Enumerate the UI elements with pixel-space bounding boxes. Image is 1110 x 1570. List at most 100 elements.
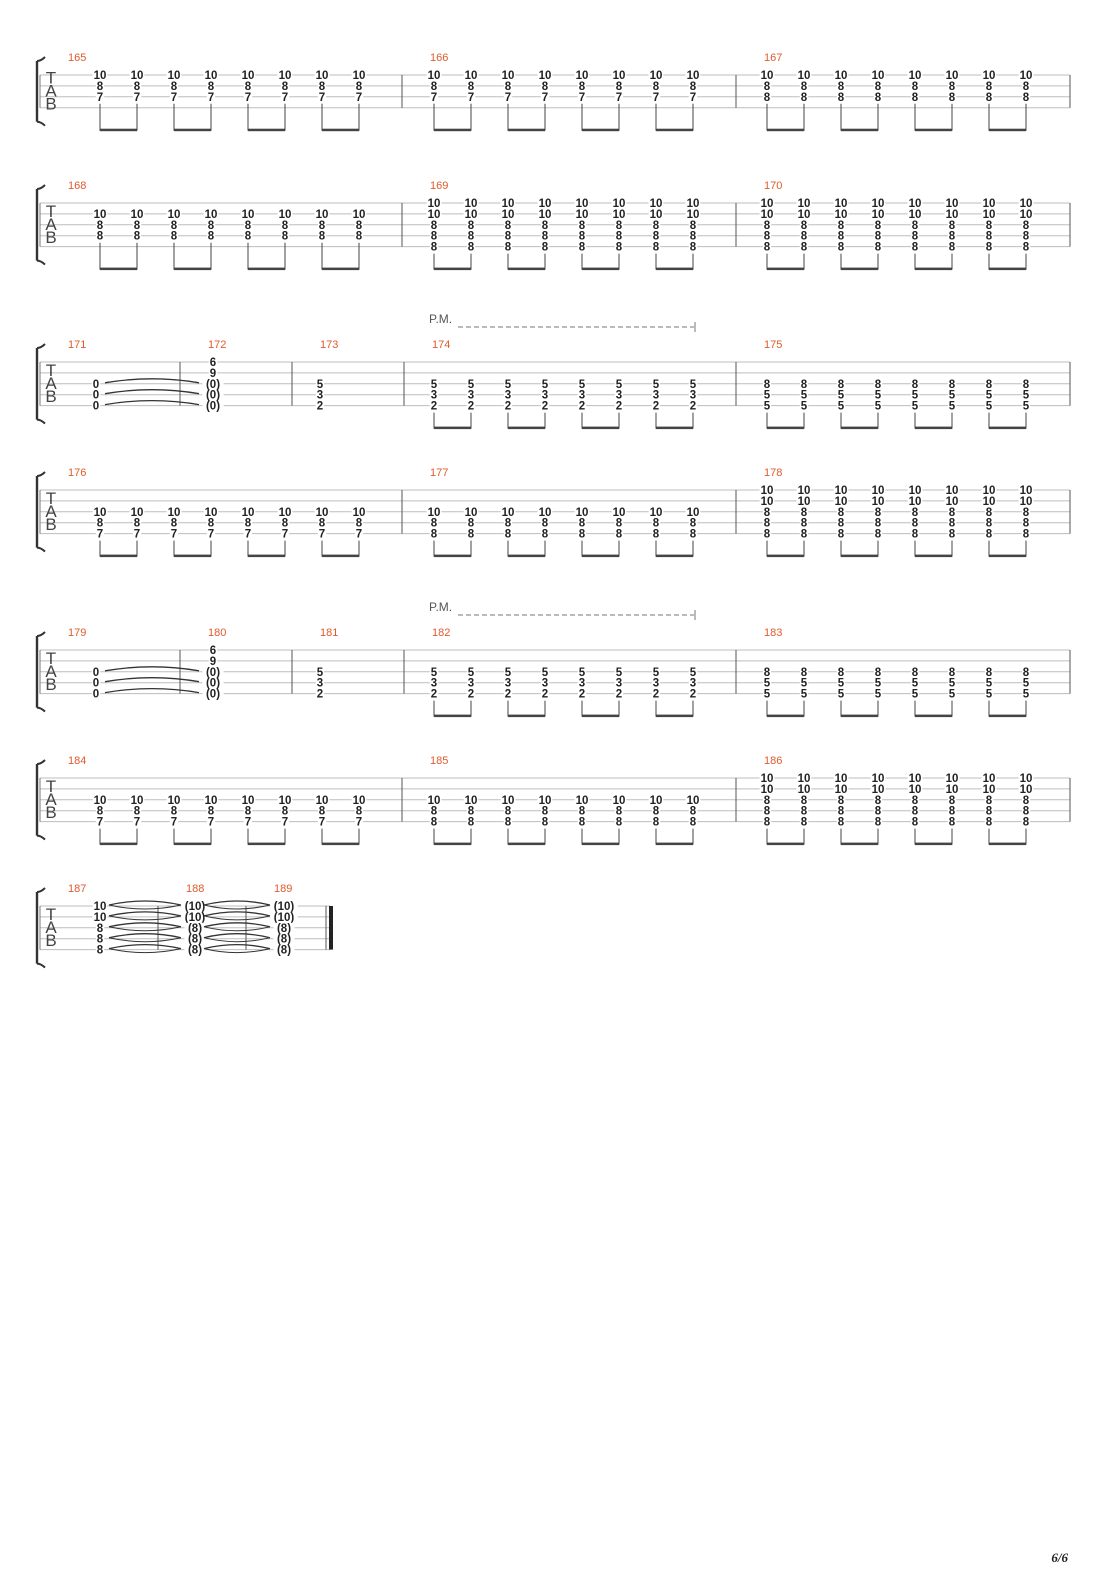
fret-mask [836,677,846,688]
fret-mask [799,794,809,805]
fret-number: 8 [801,795,808,807]
fret-number: 5 [764,689,771,701]
fret-mask [577,666,587,677]
tie-arc [108,904,182,910]
bracket-bottom-hook [36,120,46,127]
fret-mask [688,517,698,528]
fret-number: 8 [505,817,512,829]
fret-number: 8 [875,795,882,807]
fret-mask [873,688,883,699]
fret-mask [836,528,846,539]
fret-mask [91,389,101,400]
measure-number: 168 [68,180,86,192]
fret-number: (10) [274,901,295,913]
fret-mask [688,230,698,241]
tie-arc [203,943,271,950]
beam [434,128,471,132]
beam [841,128,878,132]
fret-number: 8 [875,507,882,519]
fret-number: 2 [468,401,474,413]
fret-mask [354,219,364,230]
fret-mask [981,198,997,208]
fret-mask [762,517,772,528]
fret-mask [169,528,179,539]
fret-mask [91,677,101,688]
fret-mask [651,688,661,699]
fret-mask [540,230,550,241]
fret-number: 5 [949,401,956,413]
fret-mask [466,230,476,241]
fret-number: 7 [282,92,288,104]
fret-mask [759,208,775,219]
fret-number: 8 [431,806,438,818]
fret-mask [688,805,698,816]
fret-mask [317,230,327,241]
fret-number: 3 [653,390,659,402]
fret-mask [651,230,661,241]
fret-number: 10 [242,507,255,519]
fret-number: (0) [206,678,220,690]
fret-number: 10 [168,795,181,807]
fret-mask [836,816,846,827]
fret-number: 10 [761,496,774,508]
beam [434,714,471,718]
fret-number: 8 [764,92,771,104]
fret-number: 0 [93,667,99,679]
fret-number: 8 [319,220,326,232]
fret-mask [577,389,587,400]
fret-number: 8 [912,529,919,541]
fret-number: 2 [542,689,548,701]
fret-number: (8) [277,923,291,935]
fret-number: 8 [838,806,845,818]
fret-number: 8 [245,81,252,93]
fret-mask [685,70,701,80]
fret-mask [1018,783,1034,794]
beam [100,554,137,558]
beam [582,554,619,558]
fret-mask [836,506,846,517]
beam [434,554,471,558]
fret-mask [873,677,883,688]
fret-mask [796,198,812,208]
fret-number: 5 [764,390,771,402]
fret-number: (8) [188,934,202,946]
fret-number: 8 [431,81,438,93]
fret-mask [688,241,698,252]
fret-number: 8 [505,242,512,254]
fret-number: 8 [579,518,586,530]
fret-number: 8 [875,379,882,391]
fret-mask [577,528,587,539]
fret-number: 10 [94,901,107,913]
fret-number: 8 [912,81,919,93]
fret-mask [500,208,516,219]
fret-number: 8 [542,242,549,254]
beam [656,128,693,132]
fret-mask [984,230,994,241]
fret-mask [984,91,994,102]
fret-number: 8 [1023,817,1030,829]
fret-number: 7 [431,92,437,104]
fret-number: 8 [1023,529,1030,541]
fret-mask [759,773,775,783]
fret-number: 10 [576,198,589,210]
fret-number: 8 [912,795,919,807]
fret-mask [984,677,994,688]
fret-number: 8 [468,81,475,93]
fret-mask [799,241,809,252]
fret-mask [203,506,219,517]
fret-mask [836,389,846,400]
fret-mask [169,230,179,241]
fret-mask [947,666,957,677]
fret-mask [1018,198,1034,208]
fret-number: 8 [764,220,771,232]
fret-mask [762,241,772,252]
fret-mask [688,378,698,389]
fret-mask [762,816,772,827]
fret-mask [426,198,442,208]
fret-mask [317,219,327,230]
fret-mask [314,506,330,517]
fret-mask [685,794,701,805]
fret-number: 10 [650,209,663,221]
fret-number: 10 [613,209,626,221]
fret-number: 8 [875,667,882,679]
